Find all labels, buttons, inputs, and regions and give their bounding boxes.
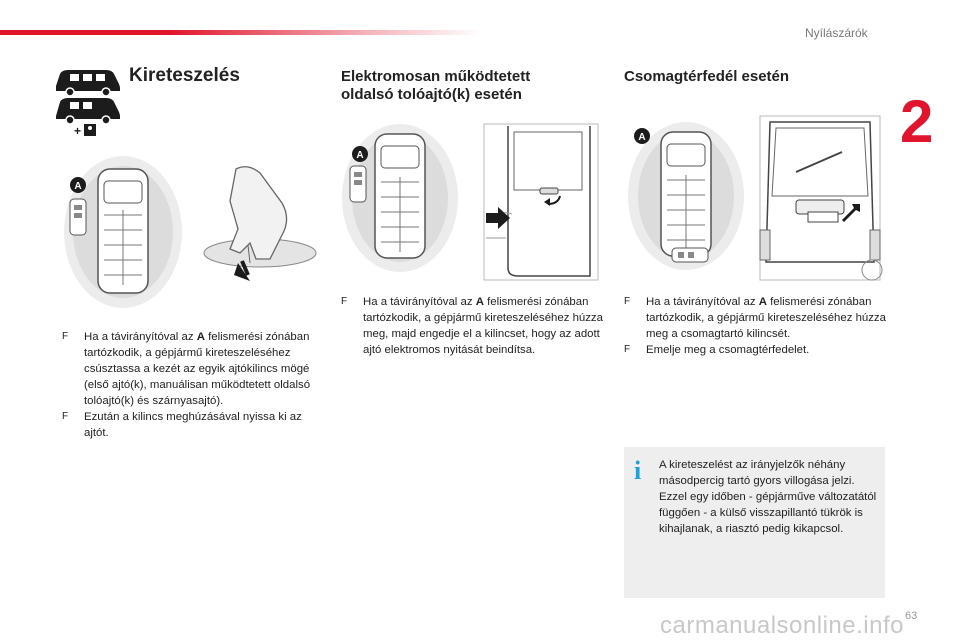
section-title: Nyílászárók xyxy=(805,26,868,40)
col3-bullet-2: F Emelje meg a csomagtérfedelet. xyxy=(624,342,886,358)
page-number: 63 xyxy=(905,610,918,622)
vehicle-zone-illustration-3: A xyxy=(628,122,744,270)
bullet-marker: F xyxy=(62,331,69,342)
watermark: carmanualsonline.info xyxy=(660,612,904,639)
bullet-text: felismerési zónában tartózkodik, a gépjá… xyxy=(646,296,886,340)
col3-title: Csomagtérfedél esetén xyxy=(624,68,790,85)
bullet-text: Ha a távirányítóval az xyxy=(363,296,476,308)
key-label: A xyxy=(758,296,767,308)
vehicle-zone-illustration: A xyxy=(64,156,182,308)
label-a: A xyxy=(638,132,645,143)
bullet-marker: F xyxy=(624,344,631,355)
svg-text:+: + xyxy=(74,124,81,136)
hand-handle-illustration xyxy=(203,166,317,281)
col1-title: Kireteszelés xyxy=(129,65,240,86)
bullet-marker: F xyxy=(624,296,631,307)
bullet-text: felismerési zónában tartózkodik, a gépjá… xyxy=(84,331,311,407)
van-icons: + xyxy=(56,70,120,136)
tailgate-illustration xyxy=(759,115,883,281)
label-a: A xyxy=(356,150,363,161)
bullet-marker: F xyxy=(341,296,348,307)
col1-text: F Ha a távirányítóval az A felismerési z… xyxy=(62,329,318,441)
col2-text: F Ha a távirányítóval az A felismerési z… xyxy=(341,294,603,358)
key-label: A xyxy=(475,296,484,308)
info-box xyxy=(624,447,885,598)
bullet-text: Ha a távirányítóval az xyxy=(84,331,197,343)
col2-title-line2: oldalsó tolóajtó(k) esetén xyxy=(341,86,522,103)
vehicle-zone-illustration-2: A xyxy=(342,124,458,272)
info-text: A kireteszelést az irányjelzők néhány má… xyxy=(659,459,877,535)
col1-bullet-1: F Ha a távirányítóval az A felismerési z… xyxy=(62,329,318,409)
label-a: A xyxy=(74,181,81,192)
bullet-text: Ezután a kilincs meghúzásával nyissa ki … xyxy=(84,411,302,439)
col3-bullet-1: F Ha a távirányítóval az A felismerési z… xyxy=(624,294,886,342)
col1-bullet-2: F Ezután a kilincs meghúzásával nyissa k… xyxy=(62,409,318,441)
key-label: A xyxy=(196,331,205,343)
bullet-text: Ha a távirányítóval az xyxy=(646,296,759,308)
info-icon: i xyxy=(634,456,642,485)
bullet-marker: F xyxy=(62,411,69,422)
col2-title: Elektromosan működtetett oldalsó tolóajt… xyxy=(341,68,530,104)
bullet-text: felismerési zónában tartózkodik, a gépjá… xyxy=(363,296,603,356)
col3-text: F Ha a távirányítóval az A felismerési z… xyxy=(624,294,886,358)
chapter-number: 2 xyxy=(900,88,934,155)
bullet-text: Emelje meg a csomagtérfedelet. xyxy=(646,344,810,356)
col2-title-line1: Elektromosan működtetett xyxy=(341,68,531,85)
header-accent-bar xyxy=(0,30,480,35)
col2-bullet-1: F Ha a távirányítóval az A felismerési z… xyxy=(341,294,603,358)
sliding-door-illustration xyxy=(483,123,599,281)
